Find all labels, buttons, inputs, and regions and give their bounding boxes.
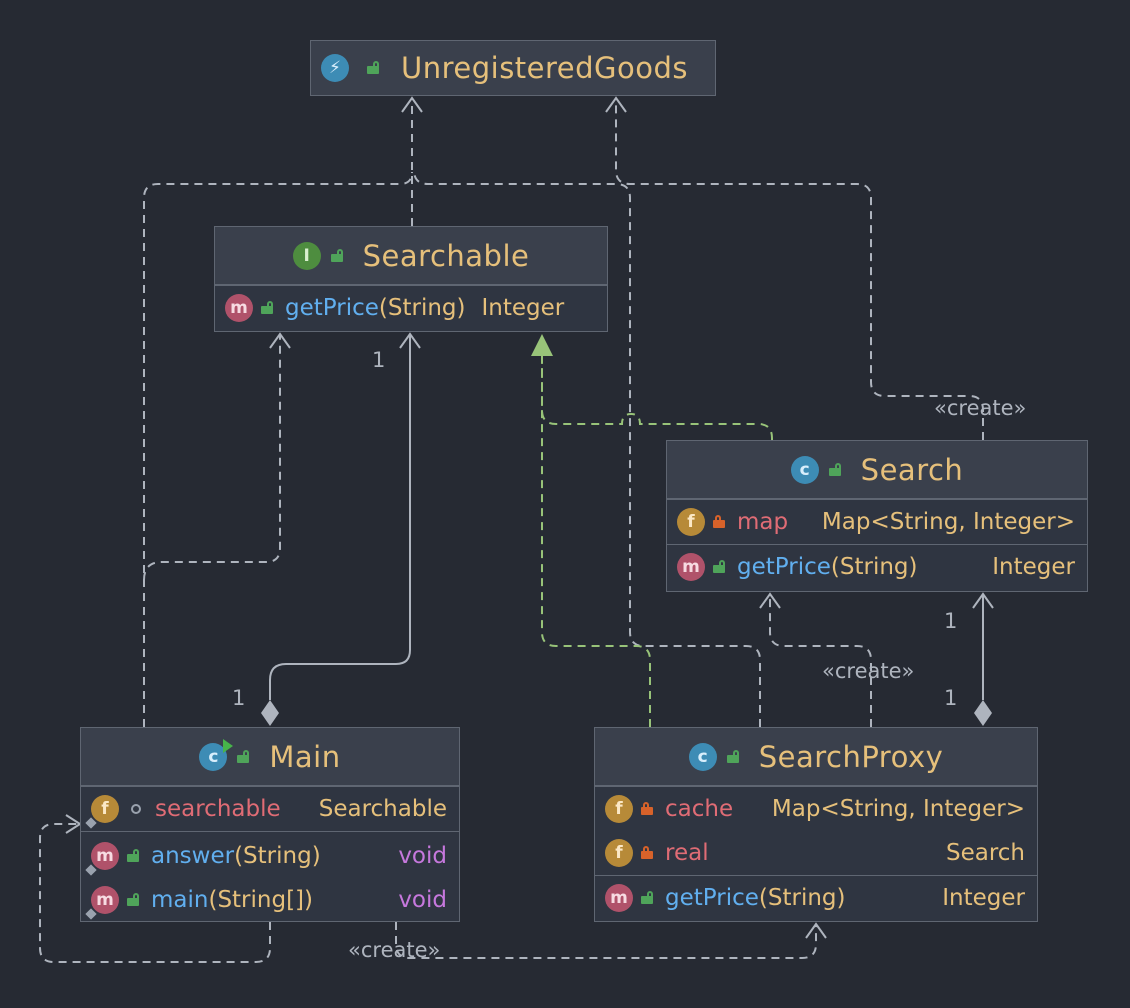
method-params: (String) (234, 843, 321, 869)
field-row[interactable]: f real Search (595, 831, 1037, 875)
arrowhead-unregistered-right (605, 96, 627, 113)
edge-proxy-realizes-searchable (541, 354, 651, 727)
edge-search-realizes-searchable (541, 354, 773, 440)
exception-icon: ⚡ (321, 54, 349, 82)
method-name: getPrice (665, 885, 759, 911)
method-name: main (151, 887, 209, 913)
field-name: real (665, 840, 709, 866)
public-lock-icon (713, 560, 727, 573)
method-type: Integer (942, 885, 1025, 911)
field-row[interactable]: f cache Map<String, Integer> (595, 787, 1037, 831)
edge-main-self-loop (39, 823, 271, 963)
field-row[interactable]: f map Map<String, Integer> (667, 500, 1087, 544)
node-searchable[interactable]: I Searchable m getPrice(String) Integer (214, 226, 608, 332)
arrowhead-search-right (972, 592, 994, 609)
arrowhead-unregistered-left (401, 96, 423, 113)
method-type: void (398, 843, 447, 869)
private-lock-icon (641, 846, 655, 859)
create-label-proxy-search: «create» (822, 659, 915, 683)
field-type: Map<String, Integer> (821, 509, 1075, 535)
field-name: cache (665, 796, 734, 822)
node-main[interactable]: c Main f searchable Searchable m answer(… (80, 727, 460, 922)
arrowhead-search-left (759, 592, 781, 609)
node-searchproxy[interactable]: c SearchProxy f cache Map<String, Intege… (594, 727, 1038, 922)
create-label-search: «create» (934, 396, 1027, 420)
arrowhead-proxy-bottom (805, 922, 827, 939)
field-icon: f (677, 508, 705, 536)
method-icon: m (85, 842, 119, 876)
interface-icon: I (292, 241, 321, 270)
field-type: Searchable (318, 796, 447, 822)
edge-main-composition-searchable (269, 334, 411, 700)
node-title: Search (860, 452, 964, 487)
multiplicity-searchable: 1 (372, 348, 386, 372)
private-lock-icon (713, 515, 727, 528)
method-icon: m (677, 553, 705, 581)
field-icon: f (605, 839, 633, 867)
public-lock-icon (828, 462, 843, 476)
edge-main-to-unregistered (143, 171, 413, 727)
public-lock-icon (330, 248, 345, 262)
edge-main-create-proxy (395, 922, 817, 959)
public-lock-icon (237, 749, 251, 763)
runnable-class-icon: c (199, 738, 234, 771)
method-row[interactable]: m main(String[]) void (81, 878, 459, 922)
edge-search-create-unregistered (615, 98, 984, 440)
method-params: (String) (378, 295, 466, 321)
method-name: getPrice (285, 295, 379, 321)
node-search[interactable]: c Search f map Map<String, Integer> m ge… (666, 440, 1088, 592)
public-lock-icon (726, 749, 741, 763)
node-title: Searchable (362, 238, 530, 273)
node-title: SearchProxy (758, 739, 944, 774)
class-icon: c (688, 742, 717, 771)
diamond-main (261, 700, 279, 726)
edge-proxy-create-search (769, 594, 872, 727)
field-icon: f (605, 795, 633, 823)
class-icon: c (790, 455, 819, 484)
field-type: Search (945, 840, 1025, 866)
method-row[interactable]: m getPrice(String) Integer (667, 545, 1087, 589)
public-lock-icon (367, 61, 381, 74)
triangle-searchable (531, 334, 553, 356)
node-title: Main (269, 739, 341, 774)
public-lock-icon (641, 891, 655, 904)
method-type: void (398, 887, 447, 913)
method-icon: m (85, 886, 119, 920)
field-name: map (737, 509, 789, 535)
node-unregisteredgoods[interactable]: ⚡ UnregisteredGoods (310, 40, 716, 96)
create-label-main-proxy: «create» (348, 938, 441, 962)
node-title: UnregisteredGoods (401, 51, 689, 85)
method-name: getPrice (737, 554, 831, 580)
method-params: (String) (758, 885, 846, 911)
method-row[interactable]: m answer(String) void (81, 834, 459, 878)
private-lock-icon (641, 802, 655, 815)
public-lock-icon (261, 301, 275, 314)
multiplicity-proxy: 1 (944, 686, 958, 710)
public-lock-icon (127, 893, 141, 906)
method-name: answer (151, 843, 235, 869)
method-icon: m (605, 884, 633, 912)
arrowhead-searchable-left (269, 332, 291, 349)
field-row[interactable]: f searchable Searchable (81, 787, 459, 831)
method-params: (String) (830, 554, 918, 580)
field-icon: f (85, 795, 119, 829)
method-icon: m (225, 294, 253, 322)
field-type: Map<String, Integer> (771, 796, 1025, 822)
method-row[interactable]: m getPrice(String) Integer (595, 876, 1037, 920)
edge-main-to-searchable (143, 334, 281, 581)
method-type: Integer (481, 295, 565, 321)
method-row[interactable]: m getPrice(String) Integer (215, 286, 607, 330)
public-lock-icon (127, 849, 141, 862)
multiplicity-search: 1 (944, 609, 958, 633)
multiplicity-main: 1 (232, 686, 246, 710)
edge-proxy-to-unregistered (413, 169, 761, 727)
arrowhead-searchable-center (399, 332, 421, 349)
field-name: searchable (155, 796, 281, 822)
diamond-proxy (974, 700, 992, 726)
method-type: Integer (992, 554, 1075, 580)
method-params: (String[]) (208, 887, 314, 913)
package-visibility-icon (131, 804, 141, 814)
